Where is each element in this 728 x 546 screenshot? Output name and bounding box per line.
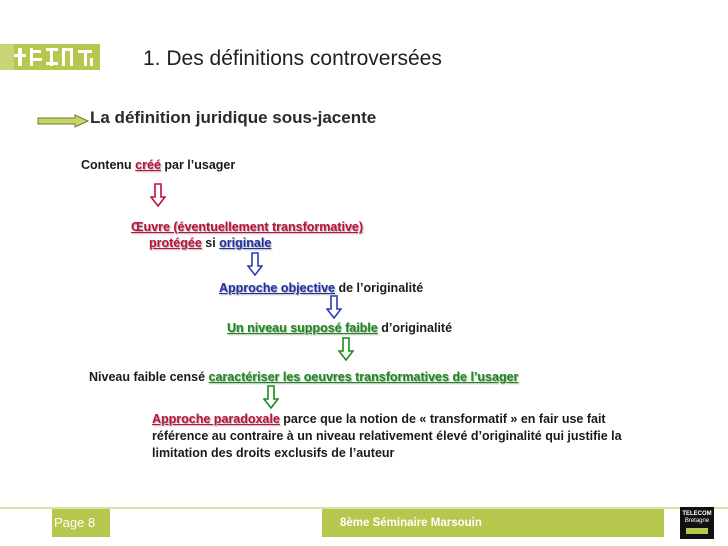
emphasis-cree: créé bbox=[135, 158, 161, 172]
emphasis-approche-objective: Approche objective bbox=[219, 281, 335, 295]
telecom-logo-line2: Bretagne bbox=[684, 518, 710, 524]
text-segment: par l’usager bbox=[160, 158, 236, 172]
footer-bar bbox=[0, 507, 728, 509]
brand-logo-icon bbox=[0, 44, 100, 70]
flow-line-approche-objective: Approche objective de l’originalité bbox=[219, 280, 423, 296]
down-arrow-icon bbox=[247, 252, 263, 276]
flow-line-contenu: Contenu créé par l’usager bbox=[81, 157, 235, 173]
flow-line-approche-paradoxale: Approche paradoxale parce que la notion … bbox=[152, 411, 606, 427]
flow-line-limitation: limitation des droits exclusifs de l’aut… bbox=[152, 446, 395, 460]
telecom-logo-mark bbox=[686, 528, 708, 534]
emphasis-originale: originale bbox=[219, 236, 272, 250]
down-arrow-icon bbox=[338, 337, 354, 361]
right-arrow-icon bbox=[37, 114, 89, 128]
emphasis-approche-paradoxale: Approche paradoxale bbox=[152, 412, 280, 426]
text-segment: de l’originalité bbox=[335, 281, 424, 295]
flow-line-niveau-faible: Niveau faible censé caractériser les oeu… bbox=[89, 369, 518, 385]
text-segment: si bbox=[201, 236, 220, 250]
slide-title: 1. Des définitions controversées bbox=[143, 47, 442, 70]
flow-line-niveau-suppose: Un niveau supposé faible d’originalité bbox=[227, 320, 452, 336]
flow-line-protegee: protégée si originale bbox=[149, 235, 271, 251]
flow-line-reference: référence au contraire à un niveau relat… bbox=[152, 429, 622, 443]
text-segment: d’originalité bbox=[377, 321, 453, 335]
text-segment: Contenu bbox=[81, 158, 136, 172]
text-segment: parce que la notion de « transformatif »… bbox=[279, 412, 606, 426]
footer-page-block bbox=[52, 509, 110, 537]
telecom-logo-line1: TELECOM bbox=[682, 511, 712, 517]
emphasis-niveau-suppose-faible: Un niveau supposé faible bbox=[227, 321, 378, 335]
telecom-logo-icon: TELECOM Bretagne bbox=[680, 507, 714, 539]
footer-event-band bbox=[322, 509, 664, 537]
text-segment: Niveau faible censé bbox=[89, 370, 209, 384]
footer-page-number: Page 8 bbox=[54, 515, 96, 530]
emphasis-protegee: protégée bbox=[149, 236, 202, 250]
down-arrow-icon bbox=[150, 183, 166, 207]
down-arrow-icon bbox=[263, 385, 279, 409]
section-heading: La définition juridique sous-jacente bbox=[90, 108, 377, 127]
flow-line-oeuvre: Œuvre (éventuellement transformative) bbox=[131, 220, 364, 234]
emphasis-caracteriser: caractériser les oeuvres transformatives… bbox=[208, 370, 519, 384]
footer-event-name: 8ème Séminaire Marsouin bbox=[340, 517, 482, 529]
down-arrow-icon bbox=[326, 295, 342, 319]
